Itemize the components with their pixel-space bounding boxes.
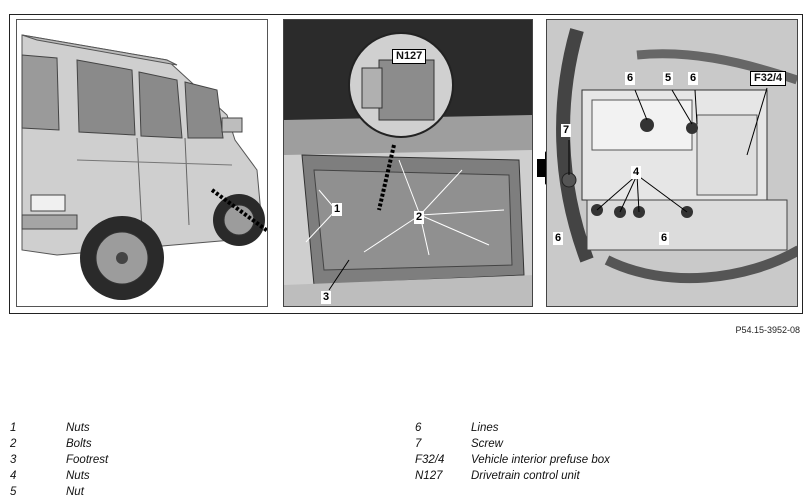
callout-6-top-right: 6 xyxy=(688,72,699,85)
footrest-detail-illustration: N127 1 2 3 xyxy=(283,19,533,307)
vehicle-illustration xyxy=(16,19,268,307)
legend-text: Vehicle interior prefuse box xyxy=(471,454,610,466)
legend-right: 6 Lines 7 Screw F32/4 Vehicle interior pref… xyxy=(415,420,610,484)
callout-6-bottom-left: 6 xyxy=(553,232,564,245)
legend-text: Footrest xyxy=(66,454,109,466)
legend-item: F32/4 Vehicle interior prefuse box xyxy=(415,452,610,468)
legend-number: 5 xyxy=(10,486,17,498)
figure-frame: N127 1 2 3 xyxy=(9,14,803,314)
legend-number: N127 xyxy=(415,470,443,482)
legend-number: 7 xyxy=(415,438,422,450)
vehicle-drawing xyxy=(21,34,267,300)
legend-number: 2 xyxy=(10,438,17,450)
callout-7: 7 xyxy=(561,124,572,137)
legend-item: 7 Screw xyxy=(415,436,610,452)
legend-item: 4 Nuts xyxy=(10,468,108,484)
callout-3: 3 xyxy=(321,291,332,304)
legend-text: Screw xyxy=(471,438,503,450)
legend-text: Drivetrain control unit xyxy=(471,470,580,482)
legend-number: F32/4 xyxy=(415,454,445,466)
figure-reference: P54.15-3952-08 xyxy=(735,325,800,335)
legend-text: Lines xyxy=(471,422,499,434)
callout-6-top-left: 6 xyxy=(625,72,636,85)
legend-number: 6 xyxy=(415,422,422,434)
legend-item: 3 Footrest xyxy=(10,452,108,468)
legend-item: 2 Bolts xyxy=(10,436,108,452)
drivetrain-control-unit-label: N127 xyxy=(392,49,427,64)
legend-number: 4 xyxy=(10,470,17,482)
prefuse-box-illustration: 6 5 6 F32/4 7 4 6 6 xyxy=(546,19,798,307)
callout-6-bottom-right: 6 xyxy=(659,232,670,245)
legend-item: N127 Drivetrain control unit xyxy=(415,468,610,484)
callout-2: 2 xyxy=(414,211,425,224)
prefuse-box-label: F32/4 xyxy=(750,71,787,86)
callout-5: 5 xyxy=(663,72,674,85)
legend-item: 1 Nuts xyxy=(10,420,108,436)
legend-text: Bolts xyxy=(66,438,92,450)
legend-number: 3 xyxy=(10,454,17,466)
legend-number: 1 xyxy=(10,422,17,434)
legend-item: 5 Nut xyxy=(10,484,108,500)
footrest-drawing xyxy=(284,20,532,306)
callout-4: 4 xyxy=(631,166,642,179)
prefuse-box-drawing xyxy=(547,20,797,306)
legend-text: Nuts xyxy=(66,422,90,434)
legend-item: 6 Lines xyxy=(415,420,610,436)
callout-1: 1 xyxy=(332,203,343,216)
legend-text: Nut xyxy=(66,486,84,498)
legend-text: Nuts xyxy=(66,470,90,482)
